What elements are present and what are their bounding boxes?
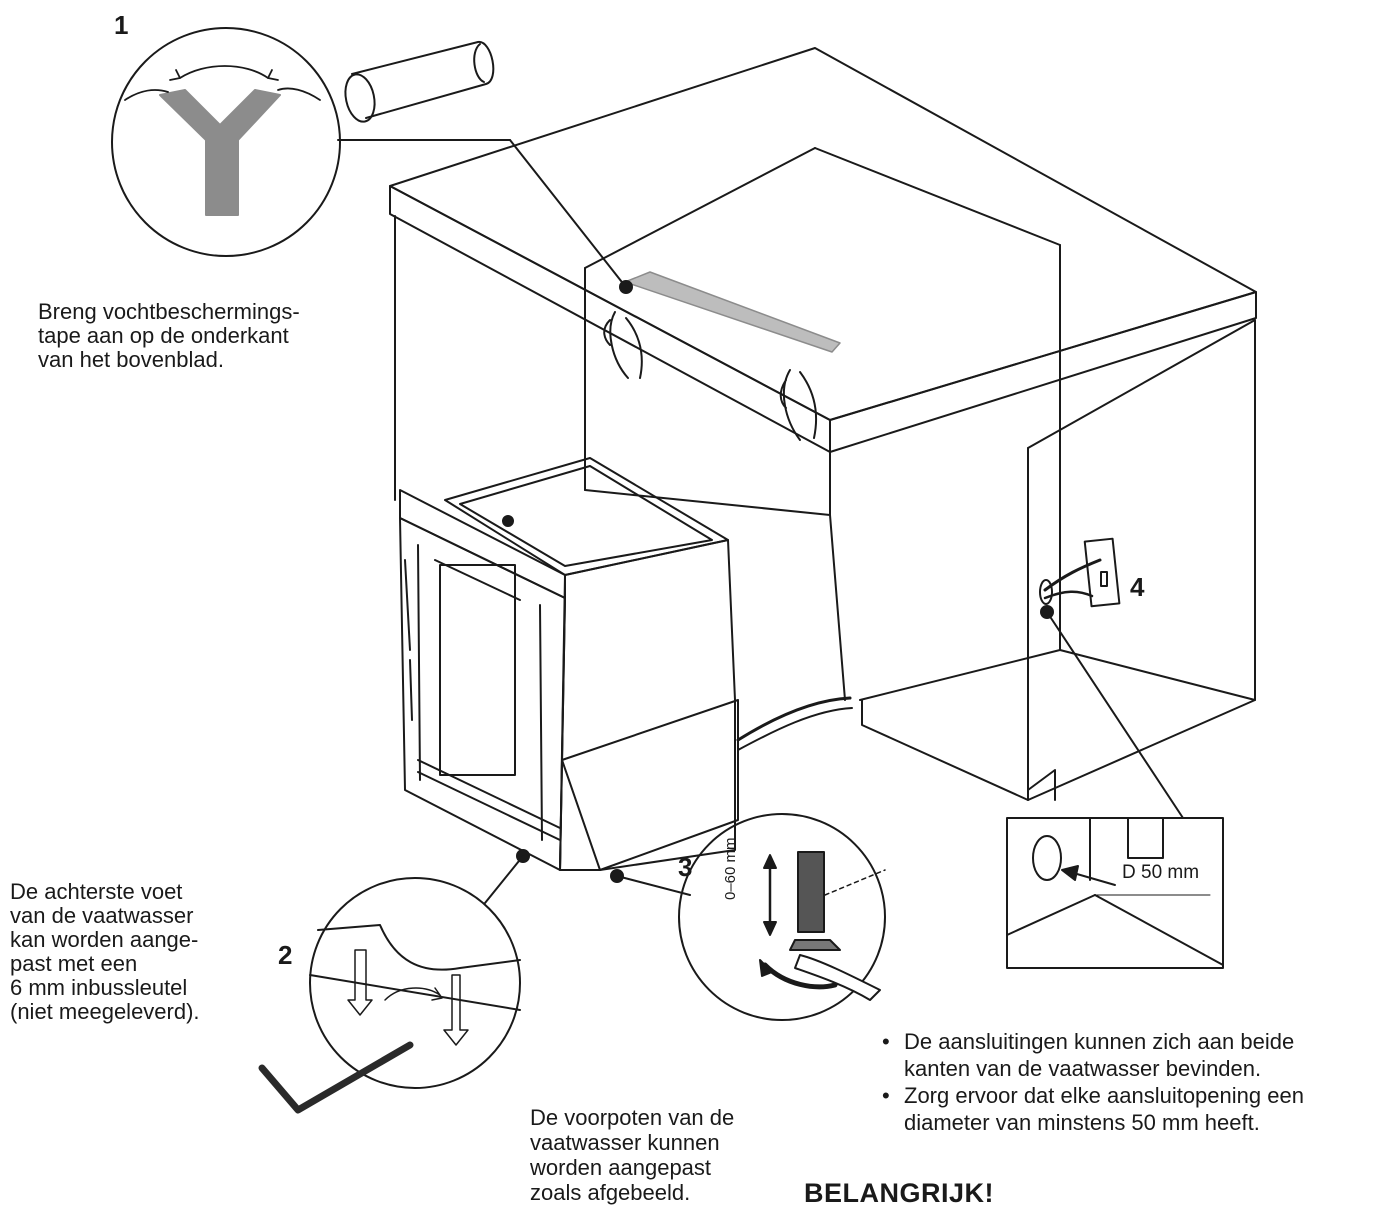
note-line: Zorg ervoor dat elke aansluitopening een (904, 1083, 1304, 1108)
moisture-tape (603, 271, 841, 441)
hole-diameter-label: D 50 mm (1122, 862, 1200, 883)
tape-roll (344, 41, 495, 123)
caption-tape: Breng vochtbeschermings- tape aan op de … (38, 300, 300, 372)
step-number-2: 2 (278, 940, 293, 970)
caption-tape-line: Breng vochtbeschermings- (38, 299, 300, 324)
caption-rear-foot-line: De achterste voet (10, 879, 183, 904)
caption-rear-foot-line: (niet meegeleverd). (10, 999, 200, 1024)
caption-front-feet-line: worden aangepast (530, 1155, 712, 1180)
caption-rear-foot-line: past met een (10, 951, 138, 976)
step-number-4: 4 (1130, 572, 1145, 602)
caption-rear-foot-line: van de vaatwasser (10, 903, 194, 928)
connection-notes: De aansluitingen kunnen zich aan beide k… (876, 1028, 1304, 1136)
caption-front-feet-line: zoals afgebeeld. (530, 1180, 691, 1205)
caption-front-feet-line: De voorpoten van de (530, 1105, 735, 1130)
front-foot-detail-circle (616, 813, 886, 1021)
caption-rear-foot-line: 6 mm inbussleutel (10, 975, 188, 1000)
caption-tape-line: van het bovenblad. (38, 347, 224, 372)
step-number-1: 1 (114, 10, 129, 40)
kitchen-cabinet (389, 47, 1257, 801)
step-number-3: 3 (678, 852, 693, 882)
note-line: De aansluitingen kunnen zich aan beide (904, 1029, 1295, 1054)
note-item: Zorg ervoor dat elke aansluitopening een… (876, 1082, 1304, 1136)
caption-tape-line: tape aan op de onderkant (38, 323, 289, 348)
caption-rear-foot-line: kan worden aange- (10, 927, 199, 952)
tape-detail-circle (111, 27, 626, 287)
caption-front-feet-line: vaatwasser kunnen (530, 1130, 720, 1155)
hole-detail-box (1006, 605, 1224, 969)
note-line: kanten van de vaatwasser bevinden. (904, 1056, 1262, 1081)
caption-rear-foot: De achterste voet van de vaatwasser kan … (10, 880, 200, 1024)
note-item: De aansluitingen kunnen zich aan beide k… (876, 1028, 1304, 1082)
foot-range-label: 0–60 mm (722, 837, 739, 900)
rear-foot-detail-circle (258, 855, 524, 1114)
note-line: diameter van minstens 50 mm heeft. (904, 1110, 1260, 1135)
dishwasher (399, 457, 853, 883)
caption-front-feet: De voorpoten van de vaatwasser kunnen wo… (530, 1105, 734, 1205)
important-heading: BELANGRIJK! (804, 1178, 995, 1208)
